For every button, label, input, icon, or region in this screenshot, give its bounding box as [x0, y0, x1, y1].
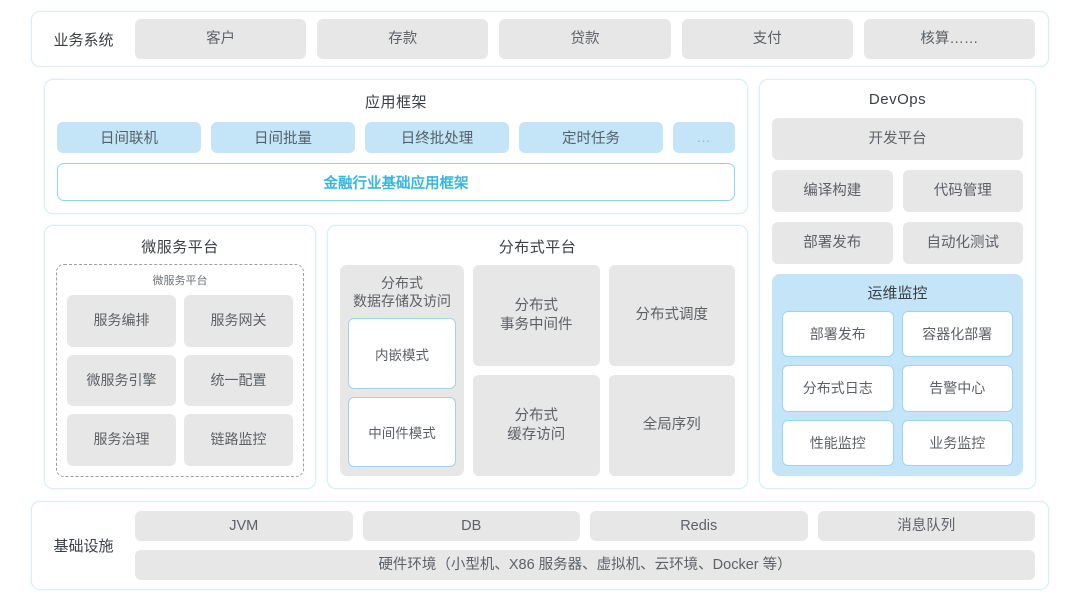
application-framework-panel: 应用框架 日间联机 日间批量 日终批处理 定时任务 ... 金融行业基础应用框架 [44, 79, 748, 214]
devops-item[interactable]: 部署发布 [772, 222, 893, 264]
business-system-item[interactable]: 核算…… [863, 19, 1036, 59]
infrastructure-item[interactable]: JVM [135, 511, 353, 541]
app-framework-tag[interactable]: 日终批处理 [365, 122, 509, 153]
devops-title: DevOps [868, 91, 927, 108]
business-system-item[interactable]: 客户 [135, 19, 307, 59]
base-application-framework-bar[interactable]: 金融行业基础应用框架 [57, 163, 735, 201]
devops-item[interactable]: 代码管理 [902, 170, 1023, 212]
business-system-item[interactable]: 贷款 [499, 19, 671, 59]
devops-panel: DevOps 开发平台 编译构建 代码管理 部署发布 自动化测试 运维监控 部署… [759, 79, 1036, 489]
microservice-platform-title: 微服务平台 [141, 239, 219, 256]
business-system-item[interactable]: 支付 [681, 19, 853, 59]
distributed-item[interactable]: 全局序列 [608, 375, 735, 476]
microservice-item[interactable]: 服务编排 [67, 295, 176, 347]
ops-item[interactable]: 容器化部署 [901, 311, 1013, 358]
microservice-item[interactable]: 链路监控 [184, 414, 293, 466]
app-framework-tag[interactable]: 日间批量 [211, 122, 355, 153]
lower-platform-row: 微服务平台 微服务平台 服务编排 服务网关 微服务引擎 统一配置 服务治理 链路… [44, 225, 748, 489]
storage-mode-embedded[interactable]: 内嵌模式 [348, 318, 456, 389]
infrastructure-item[interactable]: Redis [590, 511, 808, 541]
storage-mode-middleware[interactable]: 中间件模式 [348, 396, 456, 467]
business-systems-chips: 客户 存款 贷款 支付 核算…… [135, 19, 1036, 59]
infrastructure-item[interactable]: 消息队列 [817, 511, 1035, 541]
distributed-platform-title: 分布式平台 [498, 239, 577, 256]
devops-item[interactable]: 编译构建 [772, 170, 893, 212]
microservice-platform-grid: 服务编排 服务网关 微服务引擎 统一配置 服务治理 链路监控 [67, 295, 293, 466]
devops-platform-chip[interactable]: 开发平台 [772, 118, 1023, 160]
ops-item[interactable]: 性能监控 [782, 419, 894, 466]
infrastructure-label: 基础设施 [53, 538, 114, 555]
app-framework-tag[interactable]: 日间联机 [57, 122, 201, 153]
microservice-item[interactable]: 微服务引擎 [67, 354, 176, 407]
distributed-storage-card[interactable]: 分布式 数据存储及访问 内嵌模式 中间件模式 [340, 265, 464, 476]
infrastructure-items: JVM DB Redis 消息队列 [135, 511, 1035, 541]
distributed-platform-panel: 分布式平台 分布式 数据存储及访问 内嵌模式 中间件模式 分布式 事务中间件 分… [327, 225, 748, 489]
distributed-item[interactable]: 分布式调度 [608, 265, 735, 366]
distributed-platform-body: 分布式 数据存储及访问 内嵌模式 中间件模式 分布式 事务中间件 分布式调度 分… [340, 265, 735, 476]
infrastructure-item[interactable]: DB [362, 511, 580, 541]
application-framework-tags: 日间联机 日间批量 日终批处理 定时任务 ... [57, 122, 735, 153]
business-systems-label: 业务系统 [53, 31, 114, 49]
distributed-item[interactable]: 分布式 事务中间件 [473, 265, 600, 366]
business-system-item[interactable]: 存款 [317, 19, 489, 59]
microservice-item[interactable]: 服务网关 [184, 295, 293, 347]
app-framework-tag[interactable]: 定时任务 [519, 122, 663, 153]
app-framework-tag-more[interactable]: ... [673, 122, 735, 153]
business-systems-panel: 业务系统 客户 存款 贷款 支付 核算…… [31, 11, 1049, 67]
microservice-item[interactable]: 统一配置 [184, 354, 293, 407]
ops-item[interactable]: 部署发布 [782, 311, 894, 358]
ops-monitoring-title: 运维监控 [867, 285, 928, 302]
ops-monitoring-block: 运维监控 部署发布 容器化部署 分布式日志 告警中心 性能监控 业务监控 [772, 274, 1023, 476]
devops-grid: 编译构建 代码管理 部署发布 自动化测试 [772, 170, 1023, 264]
distributed-item[interactable]: 分布式 缓存访问 [473, 375, 600, 476]
distributed-platform-grid: 分布式 事务中间件 分布式调度 分布式 缓存访问 全局序列 [473, 265, 735, 476]
infrastructure-stack: JVM DB Redis 消息队列 硬件环境（小型机、X86 服务器、虚拟机、云… [135, 511, 1035, 580]
microservice-item[interactable]: 服务治理 [67, 414, 176, 466]
platform-column: 应用框架 日间联机 日间批量 日终批处理 定时任务 ... 金融行业基础应用框架… [44, 79, 748, 489]
application-framework-title: 应用框架 [364, 94, 427, 111]
distributed-storage-title: 分布式 数据存储及访问 [353, 275, 451, 310]
ops-monitoring-grid: 部署发布 容器化部署 分布式日志 告警中心 性能监控 业务监控 [782, 311, 1013, 466]
microservice-platform-panel: 微服务平台 微服务平台 服务编排 服务网关 微服务引擎 统一配置 服务治理 链路… [44, 225, 316, 489]
ops-item[interactable]: 分布式日志 [782, 365, 894, 412]
ops-item[interactable]: 告警中心 [901, 365, 1013, 412]
middle-area: 应用框架 日间联机 日间批量 日终批处理 定时任务 ... 金融行业基础应用框架… [31, 79, 1049, 489]
distributed-storage-modes: 内嵌模式 中间件模式 [348, 318, 456, 467]
microservice-platform-inner-box: 微服务平台 服务编排 服务网关 微服务引擎 统一配置 服务治理 链路监控 [56, 264, 304, 477]
ops-item[interactable]: 业务监控 [901, 419, 1013, 466]
devops-item[interactable]: 自动化测试 [902, 222, 1023, 264]
hardware-environment-bar[interactable]: 硬件环境（小型机、X86 服务器、虚拟机、云环境、Docker 等） [135, 550, 1035, 580]
microservice-platform-inner-label: 微服务平台 [152, 275, 208, 287]
infrastructure-panel: 基础设施 JVM DB Redis 消息队列 硬件环境（小型机、X86 服务器、… [31, 501, 1049, 590]
devops-column: DevOps 开发平台 编译构建 代码管理 部署发布 自动化测试 运维监控 部署… [759, 79, 1036, 489]
